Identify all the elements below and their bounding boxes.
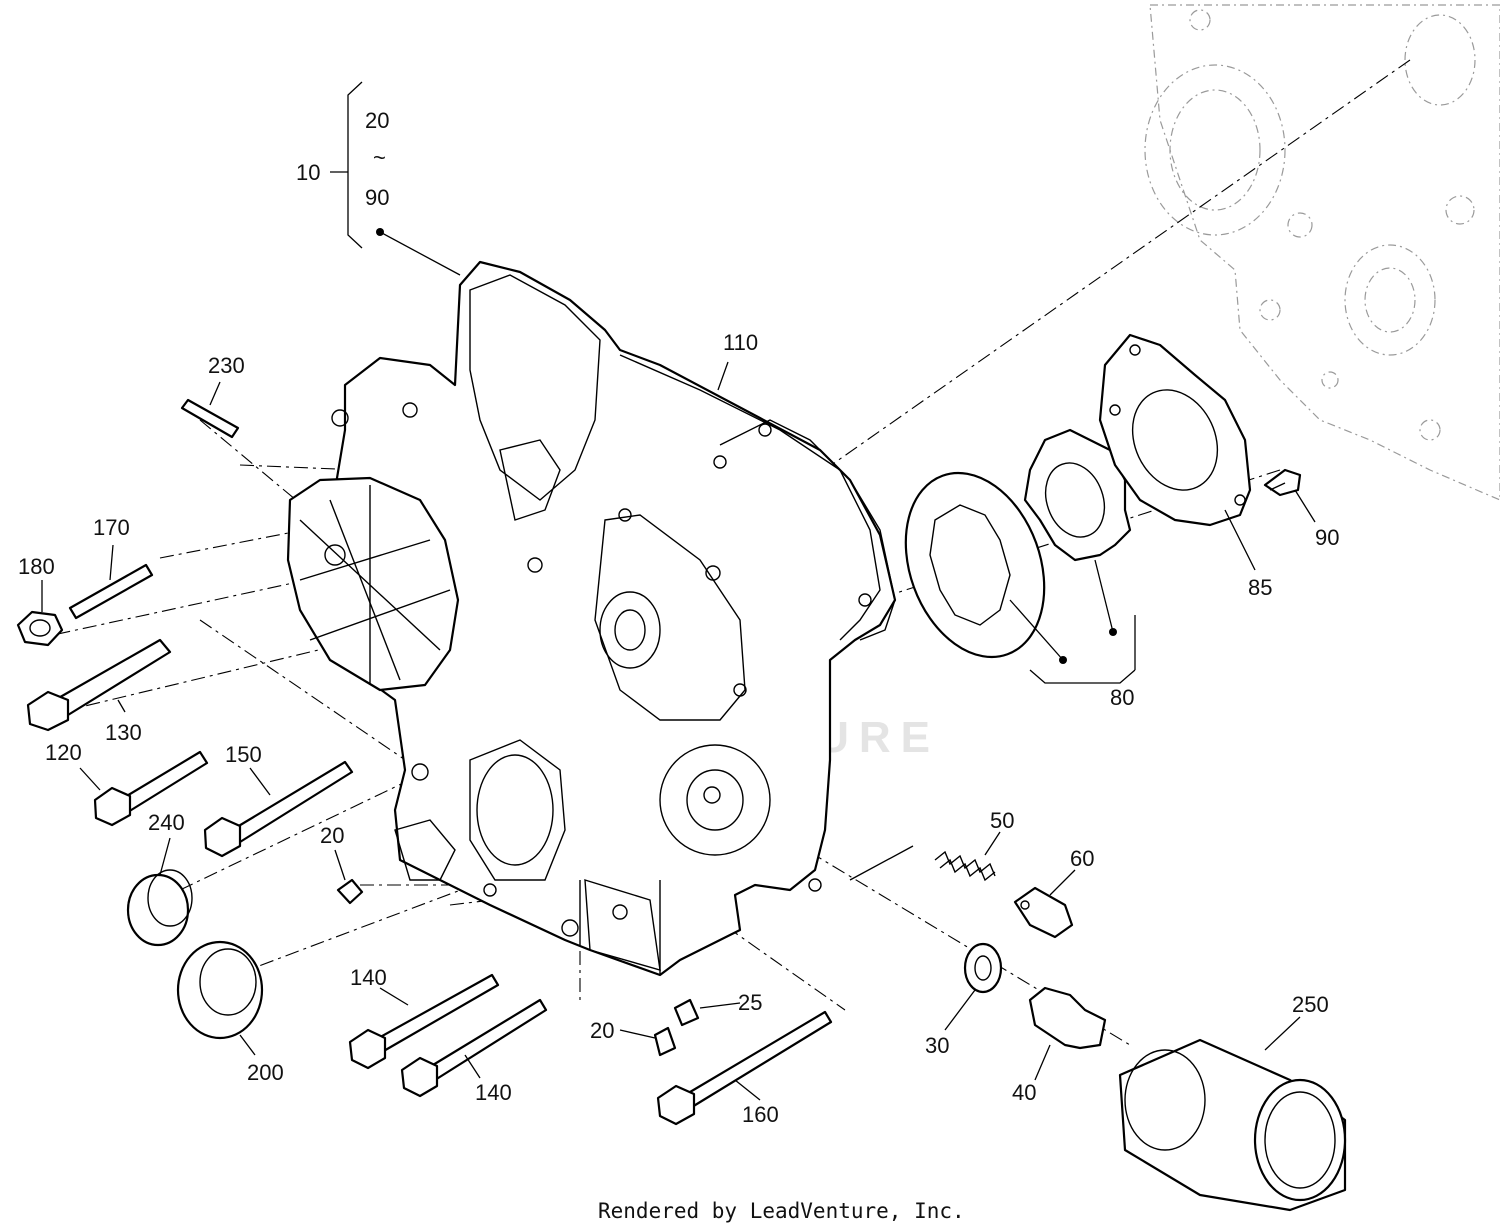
timing-cover-housing (328, 260, 897, 977)
label-250: 250 (1292, 992, 1329, 1017)
bolt-150 (203, 760, 354, 858)
leader-lines (41, 81, 1316, 1101)
label-130: 130 (105, 720, 142, 745)
oil-pump-inner-gear (1023, 428, 1132, 562)
label-30: 30 (925, 1033, 949, 1058)
oil-pump-cover-plate (1098, 333, 1252, 527)
label-25: 25 (738, 990, 762, 1015)
relief-plug-60 (1013, 886, 1074, 939)
label-20-left: 20 (320, 823, 344, 848)
label-80: 80 (1110, 685, 1134, 710)
bolt-140-upper (348, 973, 500, 1070)
label-range-end: 90 (365, 185, 389, 210)
screw-90 (1263, 468, 1302, 497)
engine-block-ghost (1144, 4, 1500, 501)
gasket-outline (719, 419, 896, 641)
label-range-symbol: ~ (373, 145, 386, 170)
stud-230 (180, 398, 240, 439)
stud-170 (68, 563, 154, 620)
washer-30 (963, 942, 1003, 994)
fitting-40 (1028, 986, 1107, 1050)
bolt-120 (93, 750, 209, 827)
label-60: 60 (1070, 846, 1094, 871)
label-150: 150 (225, 742, 262, 767)
label-140-upper: 140 (350, 965, 387, 990)
ribbed-side-cover (286, 476, 460, 692)
footer-credit: Rendered by LeadVenture, Inc. (598, 1199, 965, 1223)
plug-20-bottom (653, 1026, 677, 1057)
oil-filter-250 (1118, 1038, 1347, 1212)
label-90: 90 (1315, 525, 1339, 550)
relief-spring-50 (934, 850, 996, 882)
label-140-lower: 140 (475, 1080, 512, 1105)
bolt-160 (656, 1010, 833, 1126)
plug-25 (673, 998, 700, 1027)
label-160: 160 (742, 1102, 779, 1127)
label-10: 10 (296, 160, 320, 185)
oil-seal-200 (176, 940, 264, 1040)
nut-180 (16, 610, 64, 647)
label-180: 180 (18, 554, 55, 579)
plug-20-left (336, 878, 364, 905)
oil-pump-outer-rotor (904, 471, 1046, 659)
label-230: 230 (208, 353, 245, 378)
label-170: 170 (93, 515, 130, 540)
plug-240 (126, 869, 193, 947)
label-40: 40 (1012, 1080, 1036, 1105)
label-110: 110 (723, 330, 758, 355)
label-120: 120 (45, 740, 82, 765)
bolt-140-lower (400, 998, 548, 1098)
bolt-130 (26, 638, 172, 732)
callout-labels: 10 20 ~ 90 230 110 170 180 130 120 150 2… (18, 108, 1339, 1127)
label-50: 50 (990, 808, 1014, 833)
label-range-start: 20 (365, 108, 389, 133)
label-240: 240 (148, 810, 185, 835)
label-200: 200 (247, 1060, 284, 1085)
label-85: 85 (1248, 575, 1272, 600)
label-20-bottom: 20 (590, 1018, 614, 1043)
